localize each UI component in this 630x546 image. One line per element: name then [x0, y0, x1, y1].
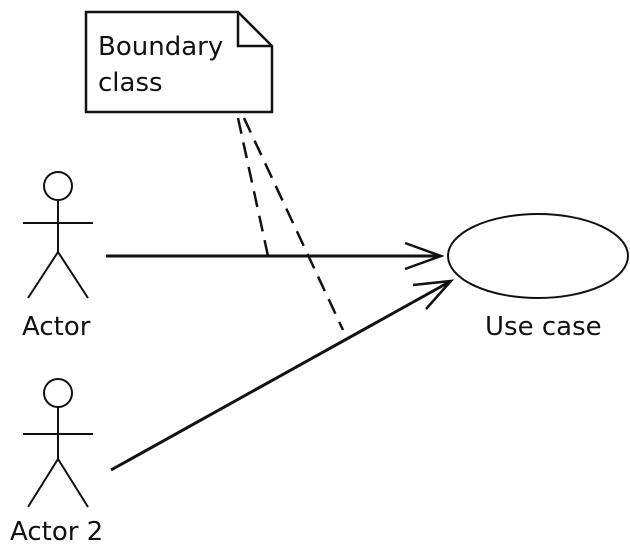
note-anchor-to-association-1: [236, 117, 270, 257]
association-2-arrowhead: [412, 279, 455, 310]
association-actor-2-to-use-case: [110, 279, 455, 472]
use-case-ellipse: [447, 213, 629, 299]
note-anchors: [236, 117, 345, 331]
actor-2-label: Actor 2: [10, 517, 103, 546]
note-outline: [84, 10, 274, 114]
actor-2-left-leg: [27, 458, 59, 508]
association-2-line: [110, 279, 452, 472]
note-folded-corner: [236, 12, 272, 48]
actor-1-head: [43, 171, 73, 201]
association-actor-1-to-use-case: [106, 241, 445, 271]
note-text-line-1: Boundary: [98, 32, 223, 62]
association-1-arrowhead: [404, 241, 445, 271]
note-text-line-2: class: [98, 68, 163, 98]
note-anchor-to-association-2: [242, 117, 345, 331]
use-case-node: Use case: [447, 213, 629, 342]
actor-1-figure: [23, 171, 93, 299]
actor-2-right-leg: [57, 458, 89, 508]
use-case-label: Use case: [485, 312, 602, 342]
actor-1-right-leg: [57, 251, 89, 299]
actor-2-figure: [23, 378, 93, 508]
actor-1-label: Actor: [22, 312, 91, 342]
boundary-class-note: Boundary class: [84, 10, 274, 114]
actor-2-head: [43, 378, 73, 408]
actor-1-left-leg: [27, 251, 59, 299]
